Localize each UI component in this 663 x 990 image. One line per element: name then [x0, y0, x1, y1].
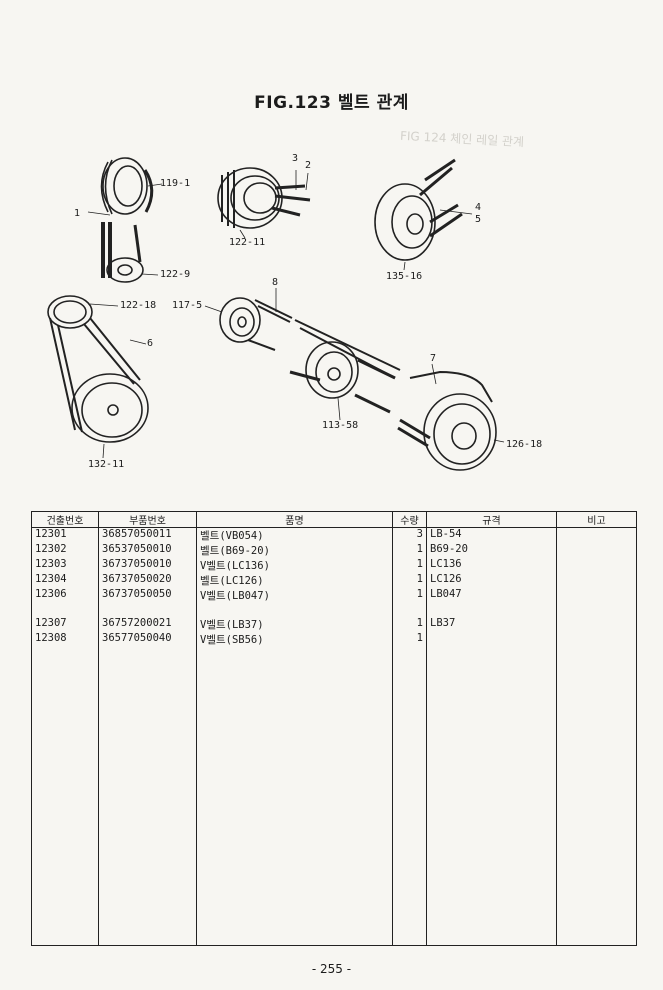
callout-label: 7 — [430, 353, 437, 364]
callout-label: 1 — [74, 208, 81, 219]
table-row — [31, 603, 637, 617]
ref-cell: 12307 — [31, 616, 99, 632]
callout-label: 135-16 — [386, 271, 423, 282]
column-header-qty: 수량 — [392, 511, 427, 528]
note-cell — [556, 616, 637, 632]
pulley-122-11 — [217, 167, 311, 229]
callout-label: 117-5 — [172, 300, 203, 311]
parts-table: 건출번호 부품번호 품명 수량 규격 비고 12301 36857050011 … — [31, 511, 637, 946]
part-no-cell: 36757200021 — [98, 616, 197, 632]
note-cell — [556, 631, 637, 647]
table-row: 12302 36537050010 벨트(B69-20) 1 B69-20 — [31, 543, 637, 558]
pulley-132-11 — [47, 295, 149, 443]
pulley-122-9 — [101, 222, 144, 283]
part-no-cell: 36737050050 — [98, 588, 197, 603]
spec-cell: LC126 — [426, 573, 557, 588]
spec-cell: B69-20 — [426, 543, 557, 558]
qty-cell — [392, 603, 427, 617]
note-cell — [556, 527, 637, 543]
page-title: FIG.123 벨트 관계 — [254, 93, 409, 113]
callout-label: 122-18 — [120, 300, 157, 311]
name-cell: 벨트(B69-20) — [196, 543, 393, 558]
note-cell — [556, 543, 637, 558]
name-cell: V벨트(LB37) — [196, 616, 393, 632]
name-cell: 벨트(LC126) — [196, 573, 393, 588]
callout-label: 122-9 — [160, 269, 191, 280]
column-header-part-no: 부품번호 — [98, 511, 197, 528]
table-row: 12307 36757200021 V벨트(LB37) 1 LB37 — [31, 616, 637, 632]
callout-label: 132-11 — [88, 459, 125, 470]
table-filler-row — [31, 646, 637, 946]
spec-cell: LC136 — [426, 558, 557, 573]
pulley-117-5 — [219, 297, 293, 351]
ref-cell: 12308 — [31, 631, 99, 647]
pulley-135-16 — [374, 158, 463, 261]
ref-cell: 12304 — [31, 573, 99, 588]
callout-label: 5 — [475, 214, 482, 225]
part-no-cell: 36737050010 — [98, 558, 197, 573]
column-header-note: 비고 — [556, 511, 637, 528]
ref-cell: 12306 — [31, 588, 99, 603]
name-cell: V벨트(SB56) — [196, 631, 393, 647]
qty-cell: 1 — [392, 573, 427, 588]
callout-label: 6 — [147, 338, 154, 349]
name-cell — [196, 603, 393, 617]
note-cell — [556, 558, 637, 573]
belt-diagram — [47, 157, 505, 471]
table-row: 12303 36737050010 V벨트(LC136) 1 LC136 — [31, 558, 637, 573]
callout-label: 113-58 — [322, 420, 359, 431]
note-cell — [556, 588, 637, 603]
ref-cell: 12301 — [31, 527, 99, 543]
callout-label: 2 — [305, 160, 312, 171]
callout-label: 8 — [272, 277, 279, 288]
table-row: 12301 36857050011 벨트(VB054) 3 LB-54 — [31, 527, 637, 543]
ref-cell: 12303 — [31, 558, 99, 573]
part-no-cell: 36577050040 — [98, 631, 197, 647]
part-no-cell: 36737050020 — [98, 573, 197, 588]
spec-cell — [426, 631, 557, 647]
column-header-spec: 규격 — [426, 511, 557, 528]
qty-cell: 1 — [392, 631, 427, 647]
qty-cell: 3 — [392, 527, 427, 543]
callout-label: 122-11 — [229, 237, 266, 248]
callout-label: 119-1 — [160, 178, 191, 189]
qty-cell: 1 — [392, 558, 427, 573]
spec-cell: LB-54 — [426, 527, 557, 543]
note-cell — [556, 573, 637, 588]
name-cell: V벨트(LC136) — [196, 558, 393, 573]
name-cell: V벨트(LB047) — [196, 588, 393, 603]
spec-cell — [426, 603, 557, 617]
pulley-126-18 — [397, 370, 497, 471]
callout-label: 126-18 — [506, 439, 543, 450]
part-no-cell: 36857050011 — [98, 527, 197, 543]
column-header-name: 품명 — [196, 511, 393, 528]
table-row: 12306 36737050050 V벨트(LB047) 1 LB047 — [31, 588, 637, 603]
note-cell — [556, 603, 637, 617]
column-header-ref: 건출번호 — [31, 511, 99, 528]
spec-cell: LB37 — [426, 616, 557, 632]
part-no-cell: 36537050010 — [98, 543, 197, 558]
part-no-cell — [98, 603, 197, 617]
table-row: 12304 36737050020 벨트(LC126) 1 LC126 — [31, 573, 637, 588]
qty-cell: 1 — [392, 588, 427, 603]
qty-cell: 1 — [392, 543, 427, 558]
pulley-119-1 — [100, 157, 154, 215]
qty-cell: 1 — [392, 616, 427, 632]
ref-cell — [31, 603, 99, 617]
callout-label: 4 — [475, 202, 482, 213]
pulley-113-58 — [289, 341, 396, 414]
table-row: 12308 36577050040 V벨트(SB56) 1 — [31, 631, 637, 647]
ref-cell: 12302 — [31, 543, 99, 558]
name-cell: 벨트(VB054) — [196, 527, 393, 543]
page-number: - 255 - — [311, 962, 352, 976]
callout-label: 3 — [292, 153, 299, 164]
spec-cell: LB047 — [426, 588, 557, 603]
table-header-row: 건출번호 부품번호 품명 수량 규격 비고 — [31, 511, 637, 528]
